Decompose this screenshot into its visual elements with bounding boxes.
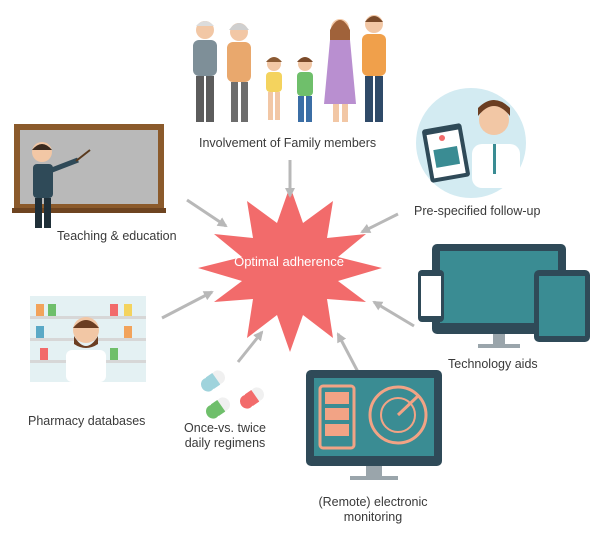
arrow-pharmacy [161,290,214,320]
arrow-technology [372,300,415,328]
label-pharmacy: Pharmacy databases [28,414,146,428]
label-regimens-line-1: Once-vs. twice [184,421,266,435]
devices-icon [418,244,590,348]
label-regimens: Once-vs. twice daily regimens [184,421,266,451]
label-monitoring-line-1: (Remote) electronic [318,495,428,509]
pharmacist-icon [30,296,146,382]
label-followup: Pre-specified follow-up [414,204,541,218]
label-monitoring: (Remote) electronic monitoring [318,495,427,525]
monitor-icon [306,370,442,480]
family-icon [193,15,386,122]
center-label: Optimal adherence [234,254,344,269]
label-technology: Technology aids [448,357,538,371]
label-teaching: Teaching & education [57,229,177,243]
arrows [161,160,415,373]
arrow-teaching [186,198,228,228]
arrow-monitoring [336,332,360,373]
pills-icon [201,370,264,419]
arrow-regimens [236,330,264,363]
doctor-clipboard-icon [416,88,526,198]
arrow-followup [360,212,399,234]
label-monitoring-line-2: monitoring [343,510,403,524]
center-starburst [198,186,382,352]
teacher-blackboard-icon [12,124,166,228]
label-regimens-line-2: daily regimens [184,436,266,450]
label-family: Involvement of Family members [199,136,377,150]
